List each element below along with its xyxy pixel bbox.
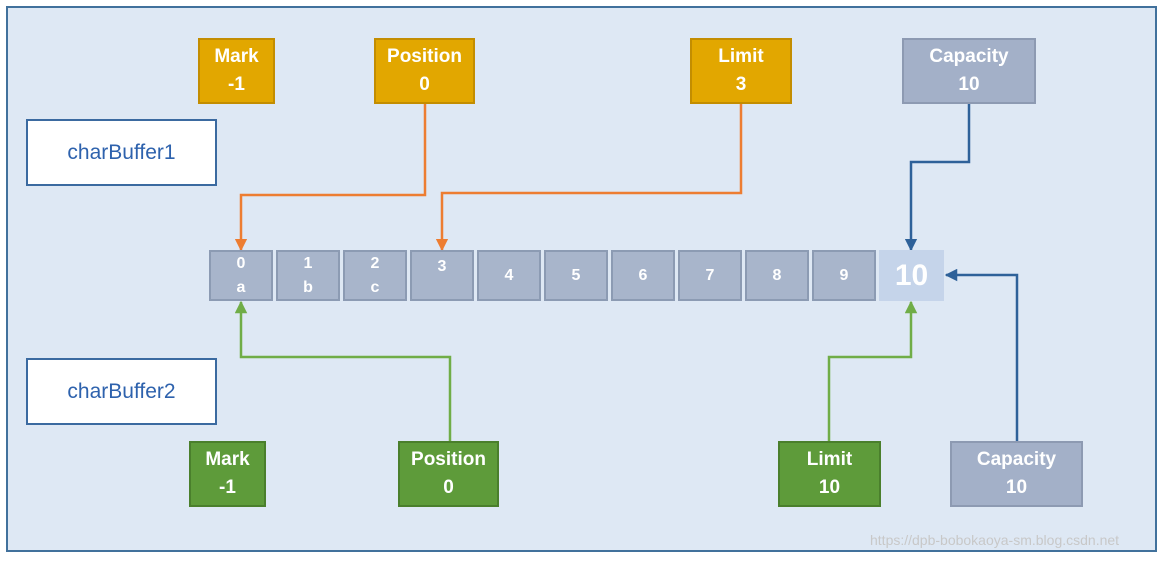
buffer1-capacity-value: 10 [958, 74, 980, 95]
buffer1-position-box: Position 0 [374, 38, 475, 104]
capacity-cell: 10 [879, 250, 944, 301]
buffer1-position-value: 0 [419, 74, 430, 95]
cell-index: 1 [303, 254, 313, 272]
buffer2-mark-box: Mark -1 [189, 441, 266, 507]
buffer1-mark-box: Mark -1 [198, 38, 275, 104]
buffer-cell-6: 6 [611, 250, 675, 301]
buffer2-capacity-name: Capacity [976, 449, 1057, 470]
buffer2-capacity-box: Capacity 10 [950, 441, 1083, 507]
cell-index: 8 [772, 266, 782, 284]
cell-index: 9 [839, 266, 849, 284]
cell-index: 2 [370, 254, 380, 272]
buffer1-limit-box: Limit 3 [690, 38, 792, 104]
buffer2-label: charBuffer2 [26, 358, 217, 425]
buffer-cell-5: 5 [544, 250, 608, 301]
buffer2-position-name: Position [411, 449, 486, 470]
buffer1-mark-name: Mark [214, 46, 259, 67]
buffer-cell-3: 3 [410, 250, 474, 301]
arrow-buffer1-limit [435, 104, 743, 252]
buffer-cell-7: 7 [678, 250, 742, 301]
cell-index: 6 [638, 266, 648, 284]
cell-char: c [370, 278, 380, 296]
buffer2-mark-value: -1 [219, 477, 236, 498]
buffer-cell-4: 4 [477, 250, 541, 301]
buffer-cell-9: 9 [812, 250, 876, 301]
buffer1-limit-name: Limit [718, 46, 764, 67]
buffer2-mark-name: Mark [205, 449, 250, 470]
buffer-cell-1: 1 b [276, 250, 340, 301]
buffer2-capacity-value: 10 [1005, 477, 1028, 498]
buffer1-limit-value: 3 [735, 74, 747, 95]
cell-index: 7 [705, 266, 715, 284]
buffer-cell-2: 2 c [343, 250, 407, 301]
arrow-buffer2-position [234, 300, 452, 441]
buffer-cell-8: 8 [745, 250, 809, 301]
buffer1-capacity-box: Capacity 10 [902, 38, 1036, 104]
arrow-buffer2-limit [827, 300, 918, 441]
buffer2-limit-value: 10 [818, 477, 841, 498]
cell-char: a [236, 278, 246, 296]
cell-index: 3 [437, 258, 447, 275]
arrow-buffer2-capacity [944, 268, 1019, 441]
buffer1-position-name: Position [387, 46, 462, 67]
watermark: https://dpb-bobokaoya-sm.blog.csdn.net [870, 532, 1120, 548]
buffer1-mark-value: -1 [228, 74, 245, 95]
arrow-buffer1-capacity [904, 104, 971, 252]
buffer2-limit-box: Limit 10 [778, 441, 881, 507]
buffer-cell-0: 0 a [209, 250, 273, 301]
buffer2-limit-name: Limit [806, 449, 853, 470]
cell-index: 0 [236, 254, 246, 272]
cell-index: 4 [504, 266, 514, 284]
buffer1-label: charBuffer1 [26, 119, 217, 186]
cell-char: b [303, 278, 313, 296]
buffer1-capacity-name: Capacity [929, 46, 1009, 67]
buffer2-position-box: Position 0 [398, 441, 499, 507]
arrow-buffer1-position [234, 104, 427, 252]
buffer2-position-value: 0 [443, 477, 454, 498]
cell-index: 5 [571, 266, 581, 284]
